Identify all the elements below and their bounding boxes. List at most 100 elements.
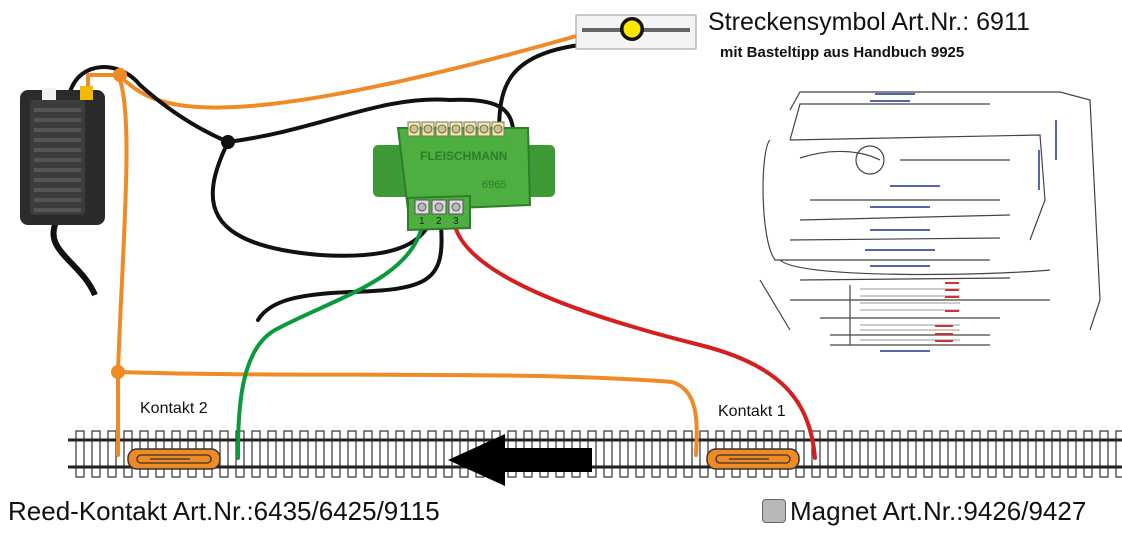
transformer-terminal-yellow: [80, 86, 93, 100]
transformer: [20, 86, 105, 297]
sleeper: [395, 430, 405, 478]
sleeper: [1035, 430, 1045, 478]
sleeper: [923, 430, 933, 478]
fin: [34, 178, 81, 182]
sleeper: [91, 430, 101, 478]
fin: [34, 108, 81, 112]
module-model: 6965: [482, 179, 506, 191]
sleeper: [891, 430, 901, 478]
orange-wire-to-signal: [116, 33, 582, 110]
sleeper: [619, 430, 629, 478]
sleeper: [1019, 430, 1029, 478]
transformer-fins: [34, 108, 81, 212]
contact1-label: Kontakt 1: [718, 403, 786, 420]
reed-contact-label: Reed-Kontakt Art.Nr.:6435/6425/9115: [8, 496, 440, 526]
sleeper: [939, 430, 949, 478]
terminal-screw-head: [451, 202, 461, 212]
fin: [34, 148, 81, 152]
sleeper: [1067, 430, 1077, 478]
sleeper: [283, 430, 293, 478]
terminal-screw-head: [417, 202, 427, 212]
sleeper: [331, 430, 341, 478]
screw-head: [451, 124, 461, 134]
orange-wire-bus: [116, 73, 129, 374]
sleeper: [907, 430, 917, 478]
fin: [34, 118, 81, 122]
screw-head: [437, 124, 447, 134]
red-wire: [453, 224, 817, 460]
sleeper: [1051, 430, 1061, 478]
track: [68, 430, 1122, 478]
sleeper: [987, 430, 997, 478]
black-wire-transformer: [68, 65, 230, 144]
junction-black: [221, 135, 235, 149]
sleeper: [427, 430, 437, 478]
fin: [34, 168, 81, 172]
black-wire-track: [256, 224, 444, 322]
module-brand: FLEISCHMANN: [420, 149, 507, 163]
sleeper: [411, 430, 421, 478]
signal-subtitle: mit Basteltipp aus Handbuch 9925: [720, 44, 965, 61]
module-top-terminals: [407, 121, 505, 137]
terminal-screw-head: [434, 202, 444, 212]
sleeper: [635, 430, 645, 478]
reed-contact-2: [127, 448, 221, 470]
fin: [34, 208, 81, 212]
sleeper: [75, 430, 85, 478]
sleeper: [971, 430, 981, 478]
terminal-number: 1: [419, 216, 425, 227]
layout-plan-thumbnail: [759, 91, 1101, 352]
sleeper: [315, 430, 325, 478]
screw-head: [423, 124, 433, 134]
magnet-label: Magnet Art.Nr.:9426/9427: [790, 496, 1087, 526]
sleeper: [875, 430, 885, 478]
signal-symbol: [575, 14, 697, 50]
magnet-swatch: [762, 499, 786, 523]
signal-lamp-icon: [623, 20, 641, 38]
sleeper: [107, 430, 117, 478]
screw-head: [409, 124, 419, 134]
sleeper: [827, 430, 837, 478]
sleeper: [363, 430, 373, 478]
sleeper: [347, 430, 357, 478]
track-sleepers: [75, 430, 1122, 478]
reed-contact-1: [706, 448, 800, 470]
fin: [34, 198, 81, 202]
sleeper: [443, 430, 453, 478]
sleeper: [859, 430, 869, 478]
sleeper: [955, 430, 965, 478]
sleeper: [667, 430, 677, 478]
sleeper: [267, 430, 277, 478]
black-wire-module-2: [210, 140, 430, 258]
junction-orange-bottom: [111, 365, 125, 379]
black-wire-module-top: [226, 97, 515, 144]
screw-head: [465, 124, 475, 134]
terminal-number: 2: [436, 216, 442, 227]
direction-arrow-icon: [448, 434, 592, 486]
fin: [34, 138, 81, 142]
black-wire-to-signal: [497, 43, 582, 130]
sleeper: [1083, 430, 1093, 478]
fin: [34, 158, 81, 162]
screw-head: [493, 124, 503, 134]
sleeper: [1115, 430, 1122, 478]
sleeper: [699, 430, 709, 478]
sleeper: [683, 430, 693, 478]
terminal-number: 3: [453, 216, 459, 227]
sleeper: [1099, 430, 1109, 478]
sleeper: [843, 430, 853, 478]
sleeper: [651, 430, 661, 478]
signal-title: Streckensymbol Art.Nr.: 6911: [708, 8, 1030, 36]
fin: [34, 188, 81, 192]
junction-orange-top: [113, 68, 127, 82]
sleeper: [299, 430, 309, 478]
transformer-terminal-white: [42, 88, 56, 100]
screw-head: [479, 124, 489, 134]
green-wire: [236, 224, 424, 460]
sleeper: [1003, 430, 1013, 478]
fin: [34, 128, 81, 132]
